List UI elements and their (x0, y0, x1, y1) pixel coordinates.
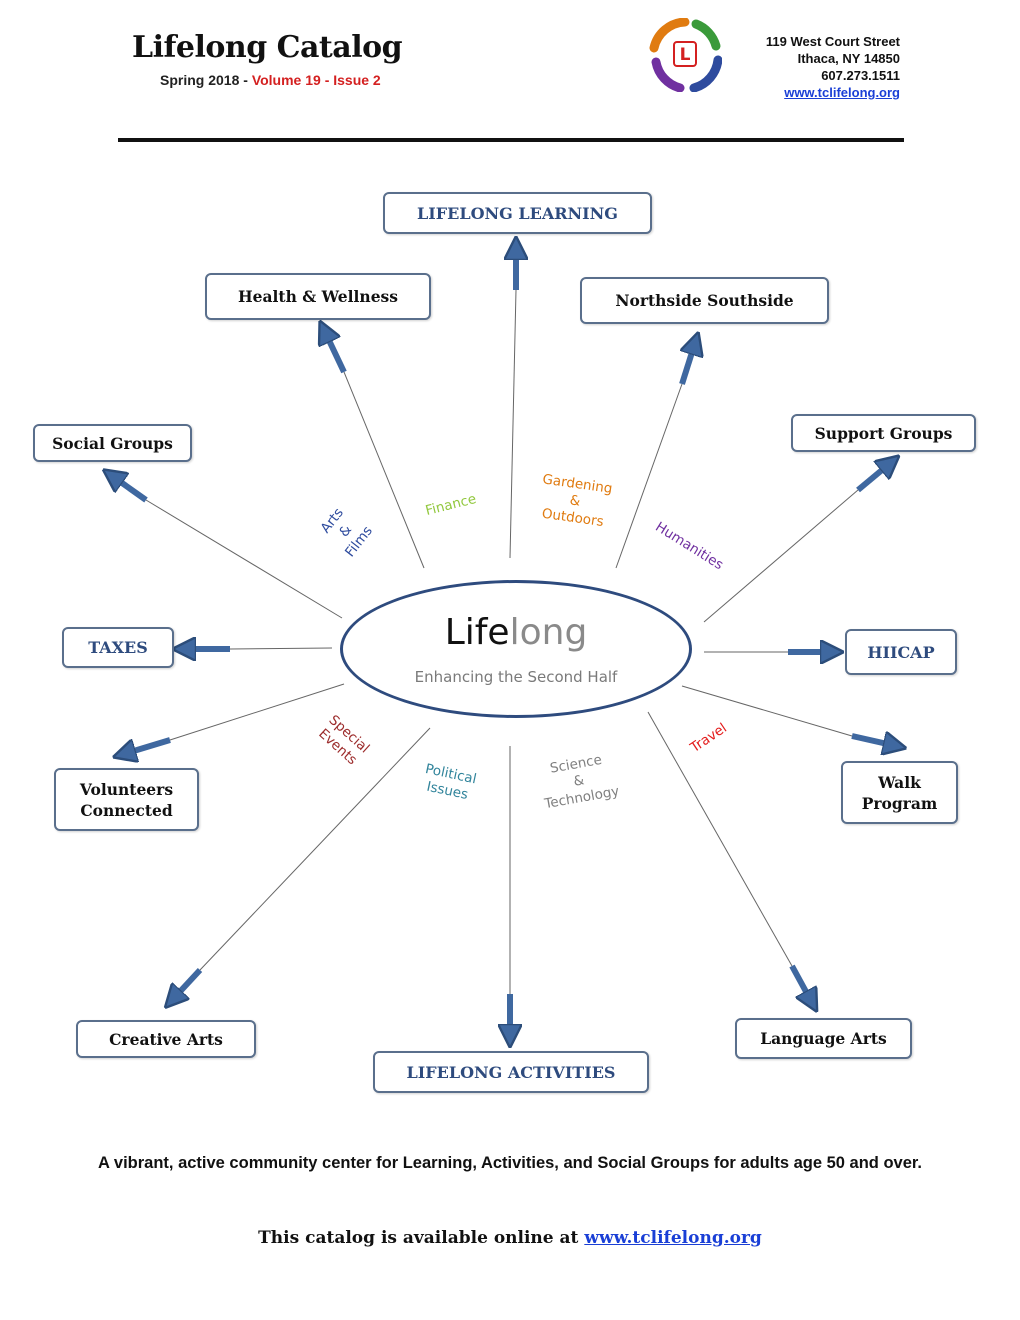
logo-letter: L (680, 45, 691, 65)
volume-text: Volume 19 - Issue 2 (251, 72, 381, 88)
arrow-walk (851, 736, 892, 745)
contact-block: 119 West Court Street Ithaca, NY 14850 6… (766, 33, 900, 101)
arrow-social (115, 478, 148, 503)
arrow-support (856, 465, 888, 493)
season-text: Spring 2018 - (160, 72, 252, 88)
lifelong-logo: L (649, 18, 722, 92)
volunteers-line-1: Volunteers (79, 779, 174, 799)
availability-text: This catalog is available online at (258, 1228, 585, 1248)
center-tagline: Enhancing the Second Half (414, 668, 618, 686)
arrow-volunteers (127, 737, 171, 753)
issue-line: Spring 2018 - Volume 19 - Issue 2 (160, 72, 381, 88)
center-ellipse (340, 580, 692, 718)
health-wellness-box[interactable]: Health & Wellness (205, 273, 431, 320)
volunteers-line-2: Connected (80, 800, 173, 820)
arrow-language (789, 964, 810, 999)
footer-website-link[interactable]: www.tclifelong.org (584, 1228, 762, 1248)
arrow-creative (175, 967, 203, 997)
lifelong-wordmark: Lifelong (340, 612, 692, 653)
walk-line-2: Program (861, 793, 938, 813)
lifelong-learning-box[interactable]: LIFELONG LEARNING (383, 192, 652, 234)
volunteers-connected-box[interactable]: Volunteers Connected (54, 768, 199, 831)
spoke-lines (145, 289, 859, 994)
language-arts-box[interactable]: Language Arts (735, 1018, 912, 1059)
address-line-2: Ithaca, NY 14850 (797, 51, 900, 66)
address-line-1: 119 West Court Street (765, 34, 900, 49)
support-groups-box[interactable]: Support Groups (791, 414, 976, 452)
header-divider (118, 138, 904, 142)
center-description: A vibrant, active community center for L… (98, 1154, 922, 1172)
website-link[interactable]: www.tclifelong.org (784, 85, 900, 100)
northside-southside-box[interactable]: Northside Southside (580, 277, 829, 324)
catalog-title: Lifelong Catalog (132, 30, 403, 65)
walk-program-box[interactable]: Walk Program (841, 761, 958, 824)
wordmark-life: Life (444, 612, 510, 653)
social-groups-box[interactable]: Social Groups (33, 424, 192, 462)
arrow-group (115, 251, 892, 1033)
arrow-northside (679, 346, 694, 385)
taxes-box[interactable]: TAXES (62, 627, 174, 668)
creative-arts-box[interactable]: Creative Arts (76, 1020, 256, 1058)
lifelong-activities-box[interactable]: LIFELONG ACTIVITIES (373, 1051, 649, 1093)
hiicap-box[interactable]: HIICAP (845, 629, 957, 675)
walk-line-1: Walk (878, 772, 921, 792)
wordmark-long: long (509, 612, 588, 653)
catalog-availability: This catalog is available online at www.… (0, 1228, 1020, 1248)
arrow-health (326, 334, 347, 374)
phone-number: 607.273.1511 (821, 68, 900, 83)
